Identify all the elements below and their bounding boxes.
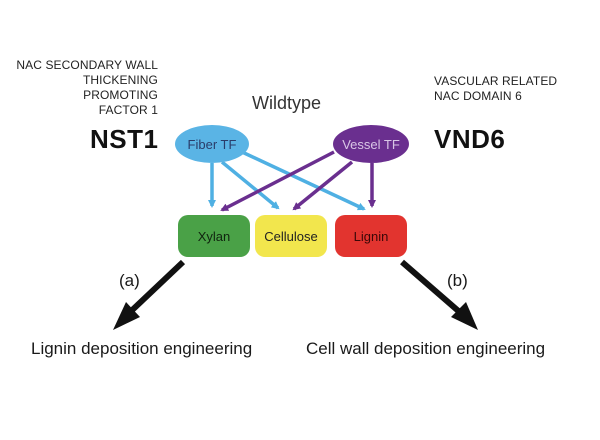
outcome-a-letter: (a) [119, 271, 140, 290]
edge-vessel-to-cellulose [292, 160, 354, 211]
cellulose-label: Cellulose [264, 229, 317, 244]
edge-fiber-to-cellulose [220, 160, 280, 210]
lignin-node [335, 215, 407, 257]
wildtype-label: Wildtype [252, 93, 322, 113]
nst1-full-name-line: NAC SECONDARY WALL [16, 58, 158, 72]
vnd6-full-name: VASCULAR RELATED NAC DOMAIN 6 [434, 74, 584, 104]
nst1-full-name: NAC SECONDARY WALL THICKENING PROMOTING … [10, 58, 158, 118]
nst1-full-name-line: FACTOR 1 [98, 103, 158, 117]
outcome-arrowhead-b [451, 302, 478, 330]
outcome-b-caption: Cell wall deposition engineering [306, 339, 546, 358]
fiber-tf-label: Fiber TF [188, 137, 237, 152]
vnd6-full-name-line: VASCULAR RELATED [434, 74, 558, 88]
outcome-arrow-b [400, 259, 465, 318]
xylan-label: Xylan [198, 229, 231, 244]
outcome-arrowhead-a [113, 302, 140, 330]
xylan-node [178, 215, 250, 257]
edge-fiber-to-lignin [241, 150, 366, 211]
outcome-a-caption: Lignin deposition engineering [31, 339, 253, 358]
vnd6-full-name-line: NAC DOMAIN 6 [434, 89, 522, 103]
lignin-label: Lignin [354, 229, 389, 244]
outcome-b-letter: (b) [447, 271, 468, 290]
nst1-abbreviation: NST1 [90, 124, 159, 154]
vessel-tf-label: Vessel TF [342, 137, 400, 152]
vessel-tf-node [333, 125, 409, 163]
edge-vessel-to-xylan [220, 150, 335, 212]
nst1-full-name-line: THICKENING PROMOTING [82, 73, 158, 102]
outcome-arrow-a [124, 259, 186, 318]
cellulose-node [255, 215, 327, 257]
fiber-tf-node [175, 125, 249, 163]
vnd6-abbreviation: VND6 [434, 124, 506, 154]
